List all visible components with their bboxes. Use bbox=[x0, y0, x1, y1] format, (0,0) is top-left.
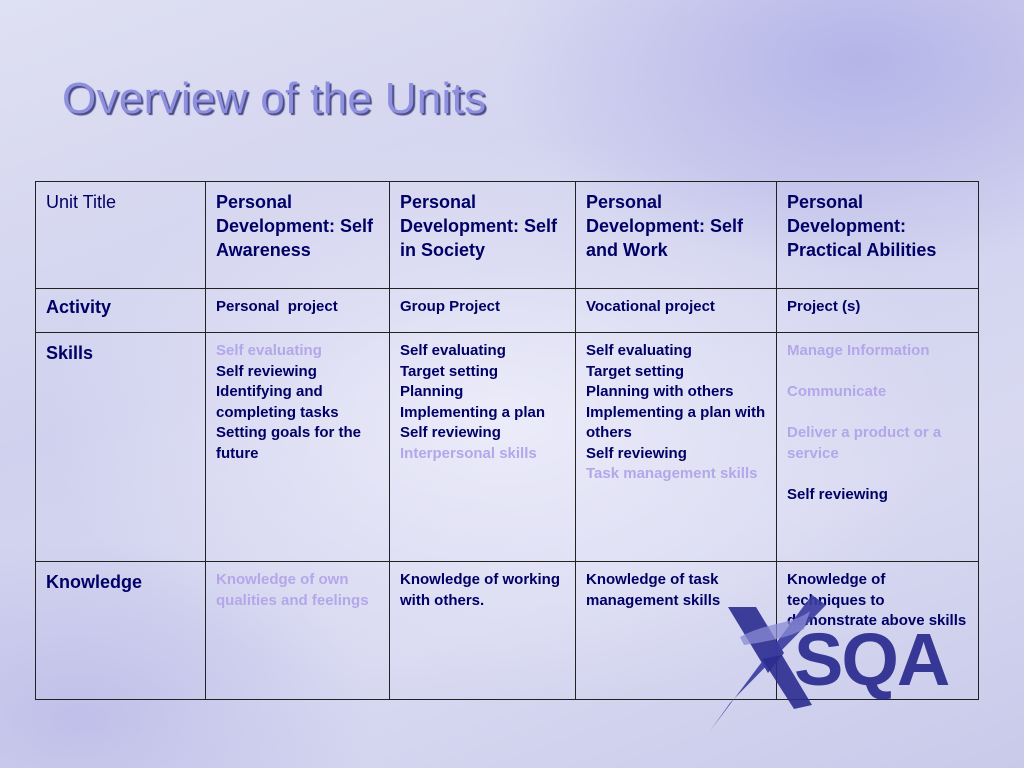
table-row-unit-title: Unit Title Personal Development: Self Aw… bbox=[35, 181, 979, 289]
skills-self-and-work: Self evaluating Target setting Planning … bbox=[575, 332, 777, 562]
skill-item: Target setting bbox=[586, 362, 685, 380]
skill-item: Task management skills bbox=[586, 465, 758, 482]
skill-item: Identifying and completing tasks bbox=[216, 383, 339, 421]
skill-item: Self reviewing bbox=[586, 444, 687, 462]
skills-self-awareness: Self evaluating Self reviewing Identifyi… bbox=[205, 332, 390, 562]
activity-self-and-work: Vocational project bbox=[575, 288, 777, 333]
row-label-knowledge: Knowledge bbox=[35, 561, 206, 700]
knowledge-self-in-society: Knowledge of working with others. bbox=[389, 561, 576, 700]
skill-item: Self reviewing bbox=[216, 362, 317, 380]
unit-title-practical-abilities: Personal Development: Practical Abilitie… bbox=[776, 181, 979, 289]
unit-title-self-in-society: Personal Development: Self in Society bbox=[389, 181, 576, 289]
skill-item: Implementing a plan bbox=[400, 403, 546, 421]
skill-item: Planning bbox=[400, 383, 464, 400]
sqa-logo: SQA bbox=[710, 595, 951, 731]
units-overview-table: Unit Title Personal Development: Self Aw… bbox=[35, 181, 979, 700]
skill-item: Self evaluating bbox=[400, 342, 506, 359]
skill-item: Implementing a plan with others bbox=[586, 403, 766, 442]
table-row-knowledge: Knowledge Knowledge of own qualities and… bbox=[35, 561, 979, 700]
slide-title: Overview of the Units bbox=[62, 74, 487, 123]
table-row-skills: Skills Self evaluating Self reviewing Id… bbox=[35, 332, 979, 562]
table-row-activity: Activity Personal project Group Project … bbox=[35, 288, 979, 333]
knowledge-practical-abilities: Knowledge of techniques to demonstrate a… bbox=[776, 561, 979, 700]
skills-self-in-society: Self evaluating Target setting Planning … bbox=[389, 332, 576, 562]
unit-title-self-and-work: Personal Development: Self and Work bbox=[575, 181, 777, 289]
unit-title-self-awareness: Personal Development: Self Awareness bbox=[205, 181, 390, 289]
skill-item: Deliver a product or a service bbox=[787, 424, 942, 462]
activity-self-awareness: Personal project bbox=[205, 288, 390, 333]
knowledge-self-awareness: Knowledge of own qualities and feelings bbox=[205, 561, 390, 700]
skills-practical-abilities: Manage Information Communicate Deliver a… bbox=[776, 332, 979, 562]
activity-practical-abilities: Project (s) bbox=[776, 288, 979, 333]
row-label-activity: Activity bbox=[35, 288, 206, 333]
skill-item: Interpersonal skills bbox=[400, 444, 537, 462]
activity-self-in-society: Group Project bbox=[389, 288, 576, 333]
row-label-unit-title: Unit Title bbox=[35, 181, 206, 289]
skill-item: Setting goals for the future bbox=[216, 424, 362, 462]
skill-item: Communicate bbox=[787, 383, 887, 400]
skill-item: Self reviewing bbox=[400, 424, 501, 441]
logo-cross-icon bbox=[710, 595, 826, 731]
skill-item: Target setting bbox=[400, 362, 499, 380]
row-label-skills: Skills bbox=[35, 332, 206, 562]
skill-item: Self evaluating bbox=[586, 342, 692, 359]
skill-item: Planning with others bbox=[586, 383, 734, 400]
skill-item: Self reviewing bbox=[787, 485, 888, 503]
knowledge-self-and-work: Knowledge of task management skills bbox=[575, 561, 777, 700]
skill-item: Manage Information bbox=[787, 342, 930, 359]
logo-text: SQA bbox=[794, 618, 949, 701]
skill-item: Self evaluating bbox=[216, 342, 322, 359]
